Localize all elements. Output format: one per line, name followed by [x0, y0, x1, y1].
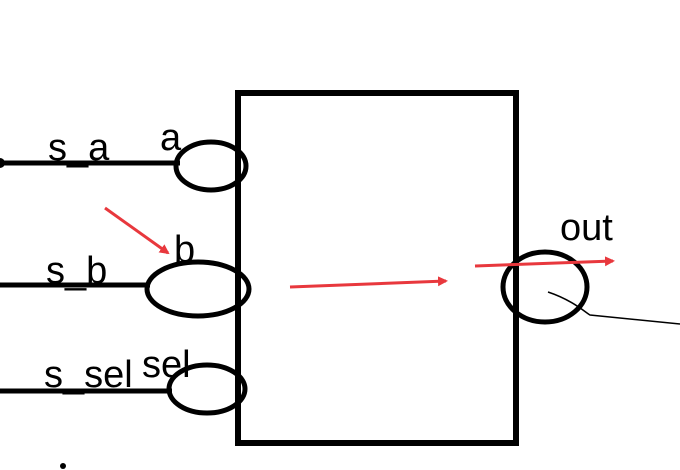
- port-label-out: out: [560, 207, 613, 249]
- wire-a-end-dot: [0, 158, 5, 168]
- output-trailing-line: [547, 291, 680, 325]
- port-out: [500, 249, 590, 325]
- wire-label-sel: s_sel: [44, 354, 133, 396]
- port-label-b: b: [174, 229, 195, 271]
- module-box: [235, 90, 519, 446]
- port-sel: [166, 362, 248, 416]
- port-a: [173, 139, 249, 193]
- stray-dot: [60, 463, 66, 469]
- annotation-arrow-output: [474, 256, 615, 268]
- annotation-arrow-through-module: [289, 276, 448, 289]
- port-b: [144, 259, 252, 319]
- port-label-sel: sel: [142, 344, 191, 386]
- wire-label-b: s_b: [46, 250, 107, 292]
- port-label-a: a: [160, 117, 182, 159]
- annotation-arrow-to-b: [104, 206, 170, 255]
- wire-label-a: s_a: [48, 127, 110, 169]
